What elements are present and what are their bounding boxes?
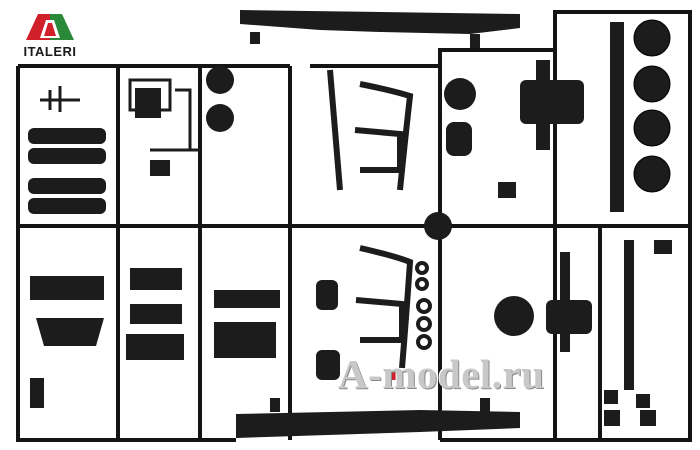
red-part — [388, 370, 402, 380]
chassis-rail-top — [240, 10, 520, 48]
cross-members — [30, 268, 280, 408]
axle-upper — [520, 22, 624, 212]
italeri-logo: ITALERI — [10, 10, 90, 65]
suspension-lower — [355, 245, 414, 369]
logo-wordmark: ITALERI — [23, 44, 77, 59]
watermark-text: A-model.ru — [338, 351, 545, 397]
washers — [415, 261, 432, 350]
chassis-rail-bottom — [236, 398, 520, 438]
center-hub — [424, 212, 452, 240]
axle-lower — [494, 240, 634, 390]
fuel-tanks — [28, 128, 106, 214]
wheels — [633, 19, 671, 193]
italeri-emblem-icon — [26, 14, 74, 40]
small-parts-bottom-right — [604, 240, 672, 426]
hub-parts — [444, 78, 516, 198]
brake-drums — [206, 66, 234, 132]
sprue-frame — [16, 10, 692, 442]
suspension-upper — [327, 69, 414, 191]
exhaust-pipes — [316, 280, 340, 380]
small-parts-top-left — [40, 78, 200, 152]
block-parts-left — [135, 88, 170, 176]
